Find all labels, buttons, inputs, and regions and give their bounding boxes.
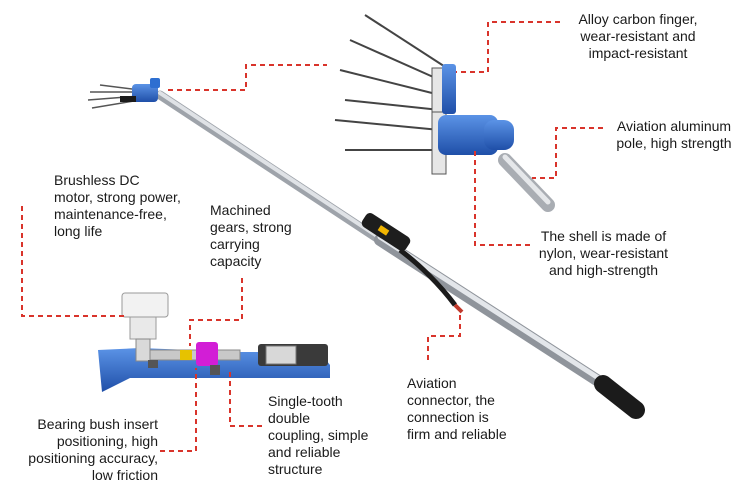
leader-machined-gears xyxy=(189,278,243,346)
callout-aviation-connector-line-4: firm and reliable xyxy=(407,426,507,442)
callout-carbon-finger-line-3: impact-resistant xyxy=(588,45,688,61)
leader-shell xyxy=(474,150,530,246)
callout-single-tooth-line-2: double xyxy=(268,410,311,426)
callout-bearing-bush: Bearing bush insert positioning, high po… xyxy=(6,416,158,484)
small-shaker-head xyxy=(87,78,160,109)
callout-aviation-connector: Aviation connector, the connection is fi… xyxy=(407,375,537,443)
leader-small-head xyxy=(168,64,327,91)
callout-aviation-connector-line-1: Aviation xyxy=(407,375,457,391)
callout-brushless-motor-line-2: motor, strong power, xyxy=(54,189,181,205)
leader-single-tooth xyxy=(229,372,262,427)
callout-machined-gears-line-2: gears, strong xyxy=(210,219,292,235)
callout-carbon-finger-line-1: Alloy carbon finger, xyxy=(578,11,698,27)
callout-single-tooth-line-3: coupling, simple xyxy=(268,427,369,443)
leader-brushless-motor xyxy=(21,206,124,317)
callout-single-tooth-line-4: and reliable xyxy=(268,444,341,460)
callout-aviation-connector-line-3: connection is xyxy=(407,409,489,425)
callout-aviation-connector-line-2: connector, the xyxy=(407,392,495,408)
leader-lines xyxy=(21,21,603,452)
leader-bearing-bush xyxy=(160,368,197,452)
leader-aluminum-pole xyxy=(532,127,603,179)
callout-machined-gears: Machined gears, strong carrying capacity xyxy=(210,202,320,270)
callout-carbon-finger: Alloy carbon finger, wear-resistant and … xyxy=(563,11,713,62)
callout-shell: The shell is made of nylon, wear-resista… xyxy=(526,228,681,279)
callout-brushless-motor: Brushless DC motor, strong power, mainte… xyxy=(54,172,204,240)
callout-aluminum-pole-line-2: pole, high strength xyxy=(616,135,732,151)
callout-machined-gears-line-1: Machined xyxy=(210,202,271,218)
callout-aluminum-pole: Aviation aluminum pole, high strength xyxy=(604,118,744,152)
callout-brushless-motor-line-1: Brushless DC xyxy=(54,172,140,188)
callout-bearing-bush-line-2: positioning, high xyxy=(56,433,158,449)
callout-single-tooth: Single-tooth double coupling, simple and… xyxy=(268,393,388,478)
callout-bearing-bush-line-1: Bearing bush insert xyxy=(37,416,158,432)
callout-brushless-motor-line-3: maintenance-free, xyxy=(54,206,167,222)
callout-aluminum-pole-line-1: Aviation aluminum xyxy=(616,118,732,134)
callout-bearing-bush-line-3: positioning accuracy, xyxy=(28,450,158,466)
callout-shell-line-2: nylon, wear-resistant xyxy=(538,245,669,261)
callout-machined-gears-line-4: capacity xyxy=(210,253,262,269)
callout-carbon-finger-line-2: wear-resistant and xyxy=(580,28,696,44)
callout-machined-gears-line-3: carrying xyxy=(210,236,260,252)
callout-single-tooth-line-1: Single-tooth xyxy=(268,393,343,409)
callout-shell-line-1: The shell is made of xyxy=(540,228,667,244)
leader-carbon-finger xyxy=(456,21,560,73)
callout-brushless-motor-line-4: long life xyxy=(54,223,103,239)
telescopic-pole xyxy=(155,90,645,419)
large-shaker-head xyxy=(334,14,555,212)
cutaway-mechanism xyxy=(98,292,330,392)
callout-bearing-bush-line-4: low friction xyxy=(91,467,158,483)
leader-aviation-connector xyxy=(427,314,461,360)
callout-single-tooth-line-5: structure xyxy=(268,461,323,477)
callout-shell-line-3: and high-strength xyxy=(549,262,658,278)
